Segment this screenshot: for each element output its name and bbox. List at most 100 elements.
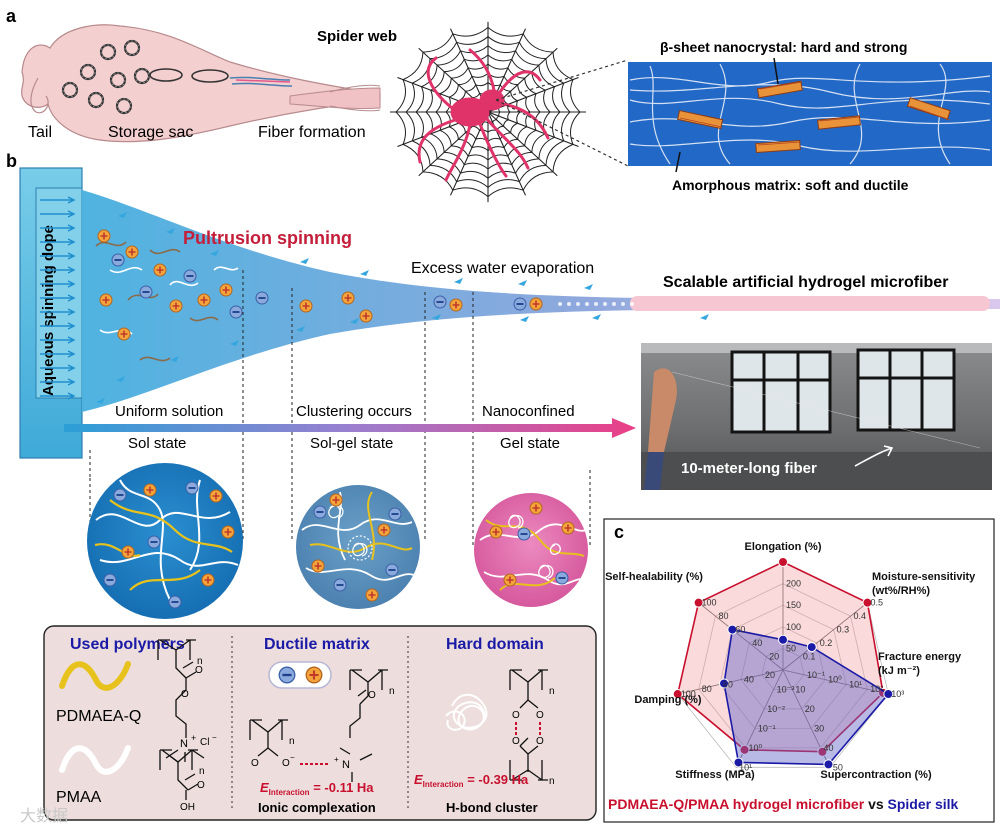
radar-point [693, 597, 704, 608]
e-ionic: EInteraction = -0.11 Ha [260, 780, 374, 797]
radar-axis-line [677, 669, 784, 695]
ionic-structure [249, 669, 388, 757]
radar-legend: PDMAEA-Q/PMAA hydrogel microfiber vs Spi… [608, 796, 959, 812]
radar-point [806, 642, 817, 653]
pmaa-structure [159, 749, 199, 800]
photo-arrow [854, 445, 894, 467]
sol-state-circle [87, 463, 243, 619]
pmaa-oh: OH [180, 802, 195, 813]
zoom-line-top [495, 59, 629, 101]
product-label: Scalable artificial hydrogel microfiber [663, 274, 948, 291]
pmaa-n: n [199, 766, 205, 777]
pdmaea-o2: O [181, 689, 189, 700]
radar-tick-label: 10³ [891, 689, 904, 699]
radar-point [739, 744, 750, 755]
pdmaea-label: PDMAEA-Q [56, 708, 141, 725]
ionic-ominus: O [282, 758, 290, 769]
radar-tick-label: 40 [823, 743, 833, 753]
radar-point [672, 689, 683, 700]
radar-tick-label: 10⁰ [749, 743, 763, 753]
radar-axis-label: Fracture energy(kJ m⁻²) [878, 651, 962, 677]
watermark: 大数据 [20, 807, 68, 825]
radar-tick-label: 60 [735, 625, 745, 635]
beta-sheet-label: β-sheet nanocrystal: hard and strong [660, 39, 907, 55]
radar-axis-label: Elongation (%) [745, 541, 822, 553]
pdmaea-o1: O [195, 665, 203, 676]
radar-tick-label: 10⁻¹ [758, 723, 776, 733]
radar-grid-ring [698, 583, 868, 749]
radar-series-area [723, 628, 890, 766]
panel-c-letter: c [614, 522, 624, 542]
ionic-n1: n [289, 736, 295, 747]
radar-axis-label: Stiffness (MPa) [675, 769, 755, 781]
radar-axis-label: Supercontraction (%) [820, 769, 932, 781]
radar-tick-label: 10⁰ [828, 675, 842, 685]
amorphous-label: Amorphous matrix: soft and ductile [672, 177, 909, 193]
pdmaea-strand [59, 661, 131, 691]
radar-point [727, 624, 738, 635]
radar-series-area [676, 561, 884, 753]
hbond-n1: n [549, 686, 555, 697]
radar-tick-label: 10¹ [849, 679, 862, 689]
radar-tick-label: 10⁻³ [777, 684, 795, 694]
pdmaea-cl-charge: − [212, 733, 217, 742]
hbond-o3: O [512, 736, 520, 747]
progress-arrow [64, 418, 636, 438]
ionic-ominus-charge: − [290, 753, 295, 762]
microfiber [630, 296, 990, 311]
ionic-n2: n [389, 686, 395, 697]
stage-3-bottom: Gel state [500, 435, 560, 452]
radar-point [778, 557, 788, 567]
radar-point [719, 678, 730, 689]
radar-tick-label: 0.3 [837, 625, 850, 635]
radar-axis-label: Damping (%) [634, 694, 702, 706]
ionic-label: Ionic complexation [258, 800, 376, 815]
radar-tick-label: 200 [786, 579, 801, 589]
cone-contents [40, 196, 709, 404]
sol-gel-state-circle [296, 485, 420, 609]
radar-tick-label: 10² [870, 684, 883, 694]
pdmaea-n: n [197, 656, 203, 667]
ionic-o2: O [368, 690, 376, 701]
radar-point [862, 597, 873, 608]
radar-axis-label: Self-healability (%) [605, 571, 703, 583]
radar-tick-label: 10¹ [739, 762, 752, 772]
radar-tick-label: 10 [795, 684, 805, 694]
gel-state-circle [474, 493, 588, 607]
radar-tick-label: 80 [718, 611, 728, 621]
radar-tick-label: 0.1 [803, 652, 816, 662]
radar-tick-label: 60 [723, 679, 733, 689]
radar-tick-label: 80 [702, 684, 712, 694]
e-hbond: EInteraction = -0.39 Ha [414, 772, 529, 789]
radar-tick-label: 0.4 [854, 611, 867, 621]
hbond-o2: O [536, 710, 544, 721]
hbond-dash [515, 722, 541, 736]
evaporation-label: Excess water evaporation [411, 260, 594, 277]
radar-tick-label: 10⁻¹ [807, 670, 825, 680]
hbond-o4: O [536, 736, 544, 747]
radar-tick-label: 10⁻² [767, 704, 785, 714]
radar-tick-label: 0.5 [870, 598, 883, 608]
radar-tick-label: 40 [752, 638, 762, 648]
label-spider-web: Spider web [317, 28, 397, 45]
radar-axis-line [782, 669, 889, 695]
radar-tick-label: 150 [786, 600, 801, 610]
used-polymers-title: Used polymers [70, 636, 185, 653]
pmaa-o: O [197, 780, 205, 791]
ionic-o: O [251, 758, 259, 769]
stage-1-top: Uniform solution [115, 403, 223, 420]
radar-tick-label: 0.2 [820, 638, 833, 648]
zoom-line-bottom [495, 99, 629, 167]
silk-structure-box [628, 57, 992, 173]
radar-grid-ring [761, 647, 805, 690]
ductile-matrix-title: Ductile matrix [264, 636, 370, 653]
radar-point [778, 634, 788, 645]
dope-label: Aqueous spinning dope [40, 225, 57, 396]
pdmaea-structure [157, 639, 197, 738]
label-tail: Tail [28, 124, 52, 141]
hard-domain-title: Hard domain [446, 636, 544, 653]
hbond-structure [509, 669, 548, 781]
radar-tick-label: 50 [833, 762, 843, 772]
